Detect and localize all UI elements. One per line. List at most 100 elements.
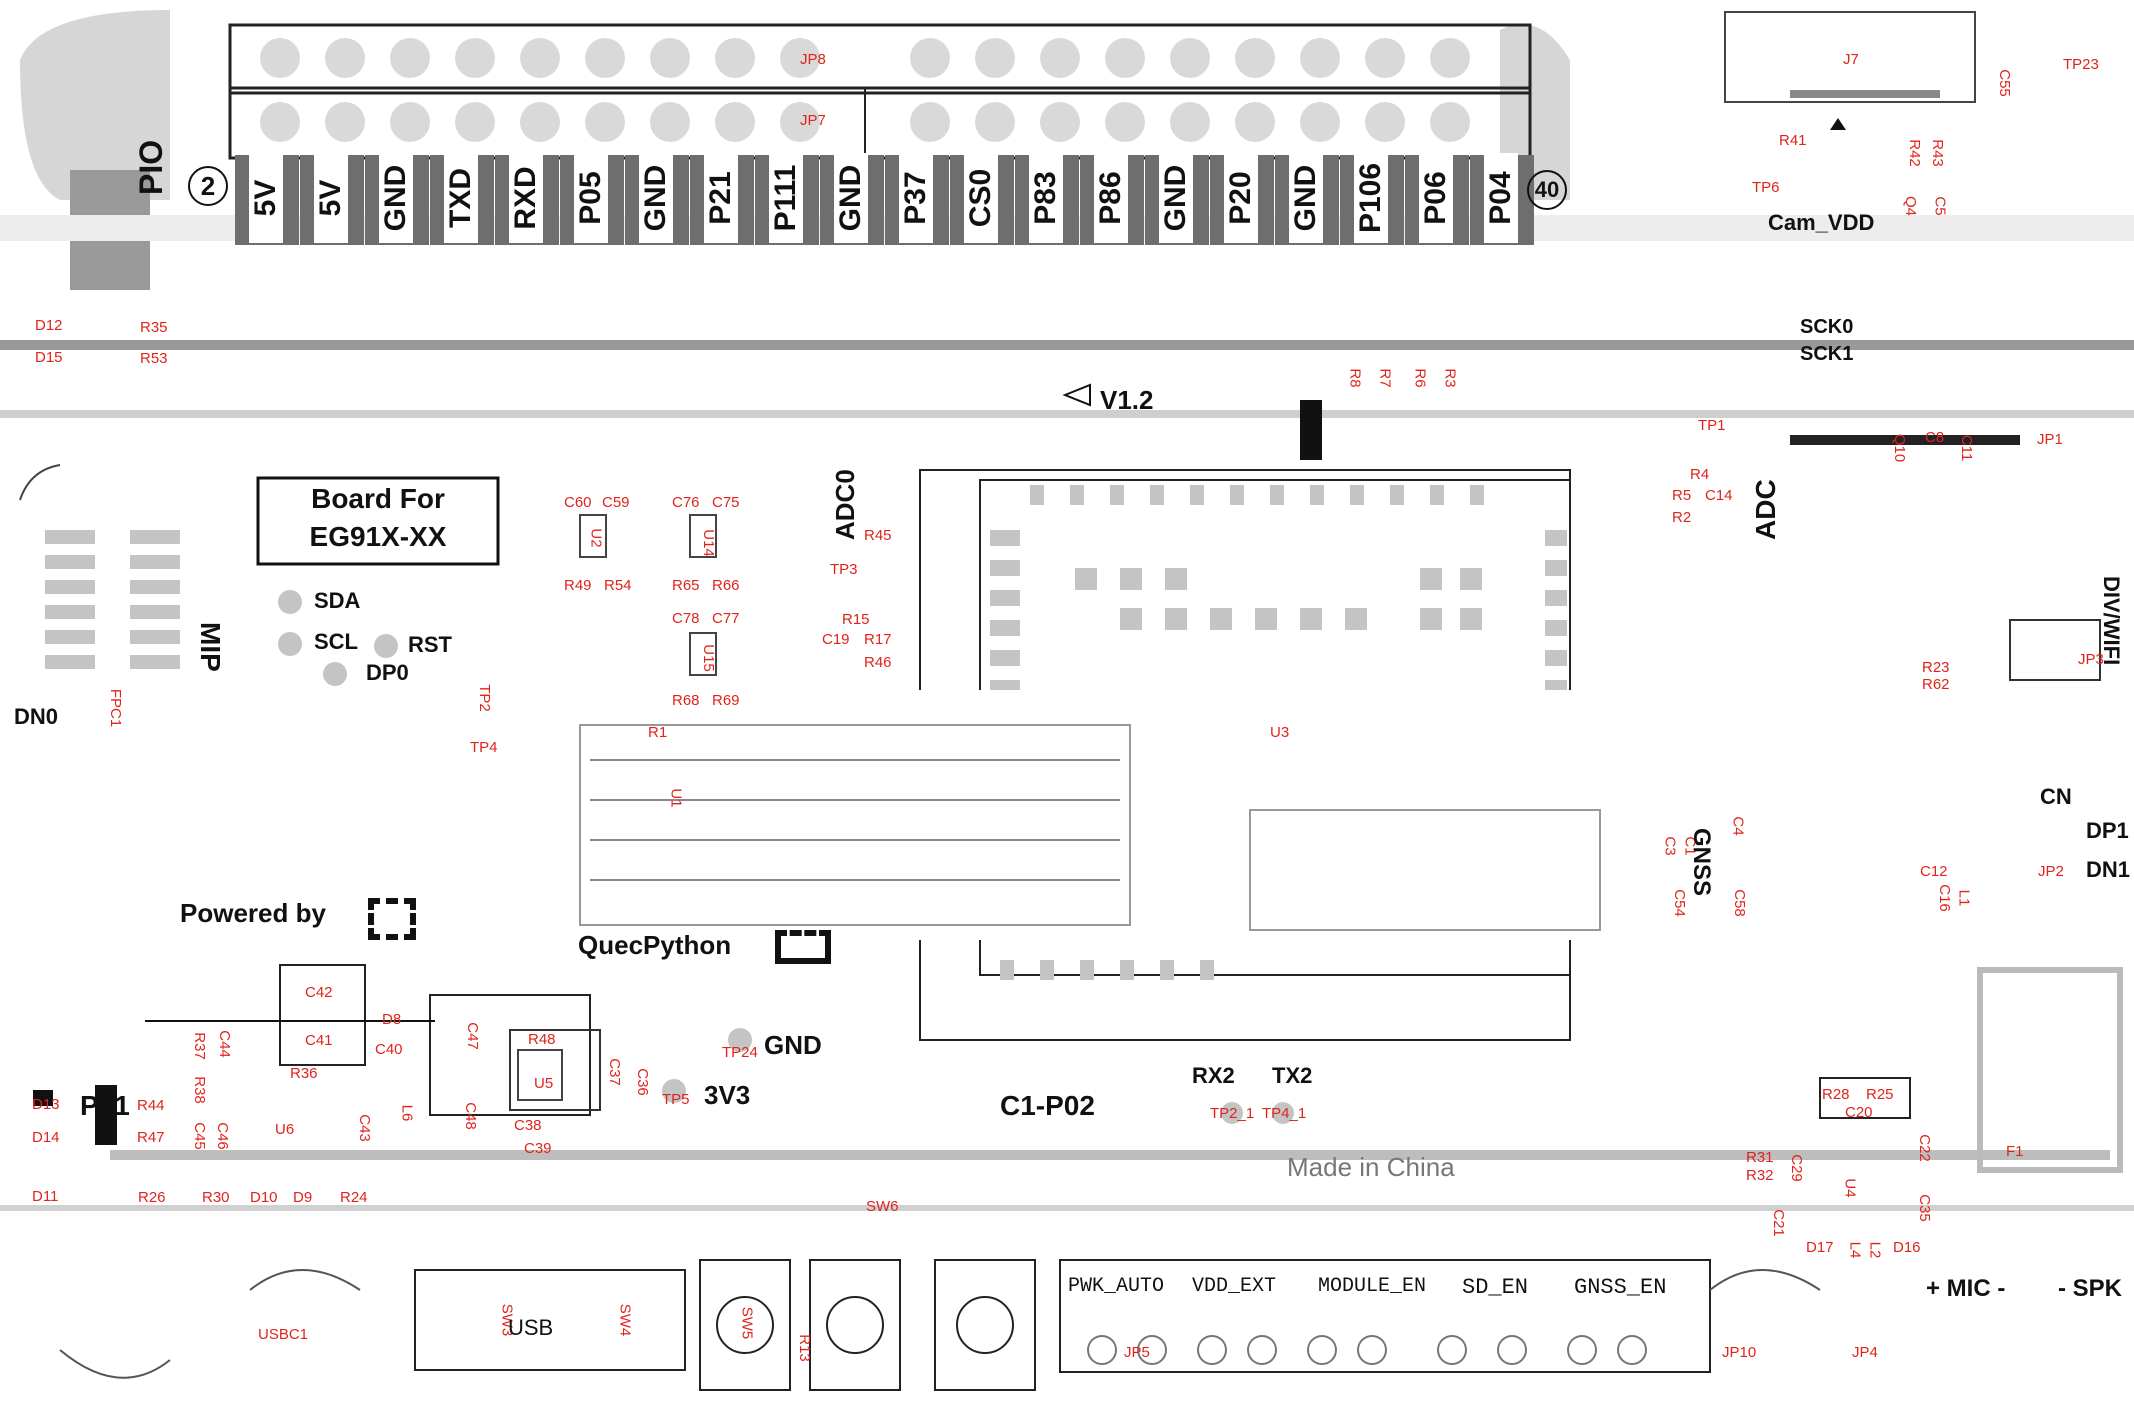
pin-label: P37 — [885, 153, 949, 245]
ref-u15: U15 — [699, 644, 717, 672]
usb-label: USB — [508, 1315, 554, 1340]
ref-d15: D15 — [35, 349, 63, 366]
ref-c43: C43 — [355, 1114, 373, 1142]
ref-jp3: JP3 — [2078, 651, 2104, 668]
header-pads-bottom — [260, 102, 1470, 142]
ref-tp23: TP23 — [2063, 56, 2099, 73]
ref-tp1: TP1 — [1698, 417, 1726, 434]
version-label: V1.2 — [1100, 385, 1154, 415]
ref-c60: C60 — [564, 494, 592, 511]
ref-c77: C77 — [712, 610, 740, 627]
ref-c19: C19 — [822, 631, 850, 648]
ref-r1: R1 — [648, 724, 668, 741]
dn1-label: DN1 — [2086, 857, 2131, 882]
ref-c5: C5 — [1931, 196, 1949, 216]
pin-label: P86 — [1080, 153, 1144, 245]
switch-module-en[interactable]: MODULE_EN — [1318, 1275, 1427, 1298]
ref-r68: R68 — [672, 692, 700, 709]
ref-c38: C38 — [514, 1117, 542, 1134]
ref-c21: C21 — [1769, 1209, 1787, 1237]
ref-c76: C76 — [672, 494, 700, 511]
ref-jp5: JP5 — [1124, 1344, 1150, 1361]
ref-r4: R4 — [1690, 466, 1710, 483]
switch-pwk-auto[interactable]: PWK_AUTO — [1068, 1275, 1165, 1298]
ref-r41: R41 — [1779, 132, 1807, 149]
pin-label: CS0 — [950, 153, 1014, 245]
ref-r46: R46 — [864, 654, 892, 671]
ref-l4: L4 — [1846, 1241, 1864, 1259]
ref-c45: C45 — [190, 1122, 208, 1150]
pin-label: GND — [1275, 153, 1339, 245]
pin-label: TXD — [430, 153, 494, 245]
ref-c48: C48 — [461, 1102, 479, 1130]
pin-1-marker: 2 — [188, 166, 228, 206]
adc0-label: ADC0 — [830, 469, 860, 540]
mip-label: MIP — [195, 622, 226, 672]
ref-c22: C22 — [1915, 1134, 1933, 1162]
ref-d12: D12 — [35, 317, 63, 334]
pin-label: RXD — [495, 153, 559, 245]
ref-f1: F1 — [2006, 1143, 2024, 1160]
tp5-pad — [662, 1079, 686, 1103]
mounting-hole-top-left — [20, 10, 170, 200]
ref-c47: C47 — [463, 1022, 481, 1050]
tx2-label: TX2 — [1272, 1063, 1313, 1088]
cn-label: CN — [2040, 784, 2072, 809]
header-row-1 — [228, 23, 1532, 95]
ref-c39: C39 — [524, 1140, 552, 1157]
dp0-pad — [323, 662, 347, 686]
ref-d17: D17 — [1806, 1239, 1834, 1256]
p21-label: P21 — [80, 1090, 130, 1121]
ref-jp8: JP8 — [800, 51, 826, 68]
ref-tp4: TP4 — [470, 739, 498, 756]
ref-u6: U6 — [275, 1121, 295, 1138]
header-pads-top — [260, 38, 1470, 78]
pin-label: P111 — [755, 153, 819, 245]
ref-r5: R5 — [1672, 487, 1692, 504]
ref-tp41: TP4_1 — [1262, 1105, 1307, 1122]
ref-r8: R8 — [1346, 368, 1364, 388]
pin-label: 5V — [300, 153, 364, 245]
ref-r65: R65 — [672, 577, 700, 594]
ref-r17: R17 — [864, 631, 892, 648]
ref-d10: D10 — [250, 1189, 278, 1206]
made-in-china-label: Made in China — [1287, 1152, 1455, 1182]
ref-r15: R15 — [842, 611, 870, 628]
ref-c12: C12 — [1920, 863, 1948, 880]
ref-q10: Q10 — [1891, 433, 1909, 463]
pin-label: P05 — [560, 153, 624, 245]
ref-r13: R13 — [795, 1334, 813, 1362]
sda-pad — [278, 590, 302, 614]
ref-fpc1: FPC1 — [107, 688, 125, 728]
switch-sd-en[interactable]: SD_EN — [1462, 1275, 1529, 1300]
ref-c59: C59 — [602, 494, 630, 511]
ref-d9: D9 — [293, 1189, 313, 1206]
switch-vdd-ext[interactable]: VDD_EXT — [1192, 1275, 1277, 1298]
board-title-line1: Board For — [311, 483, 445, 514]
ref-tp24: TP24 — [722, 1044, 758, 1061]
ref-c4: C4 — [1729, 816, 1747, 836]
ref-c14: C14 — [1705, 487, 1733, 504]
ref-r42: R42 — [1905, 139, 1923, 167]
ref-c58: C58 — [1730, 889, 1748, 917]
ref-r26: R26 — [138, 1189, 166, 1206]
ref-r47: R47 — [137, 1129, 165, 1146]
ref-u14: U14 — [699, 529, 717, 557]
ref-d14: D14 — [32, 1129, 60, 1146]
pin-label: GND — [1145, 153, 1209, 245]
ref-c29: C29 — [1787, 1154, 1805, 1182]
ref-q4: Q4 — [1902, 195, 1920, 217]
ref-c36: C36 — [633, 1068, 651, 1096]
camera-connector — [1724, 11, 1976, 103]
cam-vdd-label: Cam_VDD — [1768, 210, 1875, 235]
switch-gnss-en[interactable]: GNSS_EN — [1574, 1275, 1667, 1300]
ref-c75: C75 — [712, 494, 740, 511]
ref-c41: C41 — [305, 1032, 333, 1049]
spk-label: - SPK — [2058, 1275, 2123, 1302]
usb-connector-outline — [414, 1269, 686, 1371]
ref-d11: D11 — [32, 1188, 59, 1205]
ref-r25: R25 — [1866, 1086, 1894, 1103]
ref-tp6: TP6 — [1752, 179, 1780, 196]
gnss-label: GNSS — [1688, 828, 1715, 897]
